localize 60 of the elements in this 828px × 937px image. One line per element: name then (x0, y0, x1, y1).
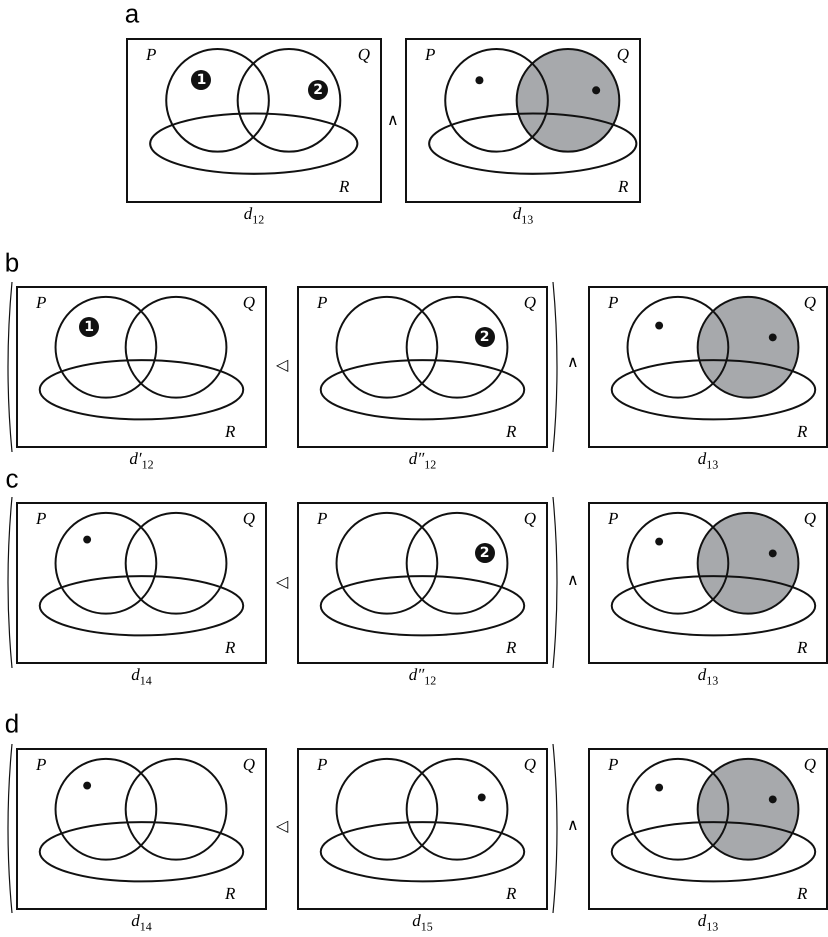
operator-symbol: ∧ (567, 816, 579, 835)
panel-letter: a (124, 0, 140, 30)
set-label: Q (524, 756, 536, 773)
panel-letter: b (4, 248, 20, 278)
diagram-caption: d$_{12}$ (242, 204, 266, 228)
set-label: P (317, 510, 328, 527)
operator-symbol: ∧ (387, 111, 399, 130)
diagram-caption: d$_{14}$ (130, 665, 153, 688)
set-label: R (618, 178, 628, 195)
set-label: Q (358, 46, 370, 63)
operator-symbol: ∧ (567, 353, 579, 372)
panel-letter: d (4, 708, 20, 740)
diagram-caption: d$_{13}$ (696, 665, 720, 688)
set-label: R (506, 639, 516, 656)
set-label: Q (242, 756, 255, 773)
number-badge: 1 (191, 70, 212, 90)
set-label: P (317, 294, 328, 311)
panel-letter: c (6, 464, 18, 494)
set-label: R (506, 423, 516, 440)
set-label: P (146, 46, 156, 63)
set-label: Q (242, 510, 255, 527)
set-label: Q (616, 46, 629, 63)
operator-symbol: ◁ (276, 817, 288, 836)
set-label: R (339, 178, 350, 195)
operator-symbol: ◁ (276, 573, 288, 592)
operator-symbol: ◁ (276, 356, 288, 375)
set-label: R (225, 639, 236, 656)
set-label: R (797, 885, 808, 902)
diagram-caption: d$_{13}$ (696, 449, 720, 472)
set-label: P (36, 510, 46, 527)
set-label: R (797, 639, 808, 656)
set-label: Q (804, 510, 816, 527)
set-label: P (317, 756, 328, 773)
operator-symbol: ∧ (567, 571, 579, 590)
set-label: Q (524, 510, 536, 527)
diagram-caption: d$_{13}$ (512, 204, 534, 228)
diagram-caption: d″$_{12}$ (408, 449, 438, 472)
set-label: P (608, 756, 618, 773)
set-label: P (608, 510, 618, 527)
set-label: P (608, 294, 618, 311)
set-label: Q (804, 756, 816, 773)
number-badge: 1 (79, 316, 100, 336)
diagram-caption: d$_{14}$ (130, 911, 153, 934)
set-label: Q (524, 294, 536, 311)
set-label: R (225, 423, 236, 440)
diagram-caption: d″$_{12}$ (408, 665, 438, 688)
set-label: P (36, 756, 46, 773)
set-label: P (36, 294, 46, 311)
number-badge: 2 (474, 327, 495, 348)
set-label: R (225, 885, 236, 902)
number-badge: 2 (474, 543, 495, 564)
set-label: P (425, 46, 436, 63)
diagram-caption: d$_{15}$ (411, 911, 434, 934)
number-badge: 2 (308, 80, 328, 100)
set-label: R (506, 885, 516, 902)
set-label: R (797, 423, 808, 440)
set-label: Q (804, 294, 816, 311)
diagram-caption: d$_{13}$ (696, 911, 720, 934)
diagram-caption: d′$_{12}$ (128, 449, 155, 472)
set-label: Q (242, 294, 255, 311)
